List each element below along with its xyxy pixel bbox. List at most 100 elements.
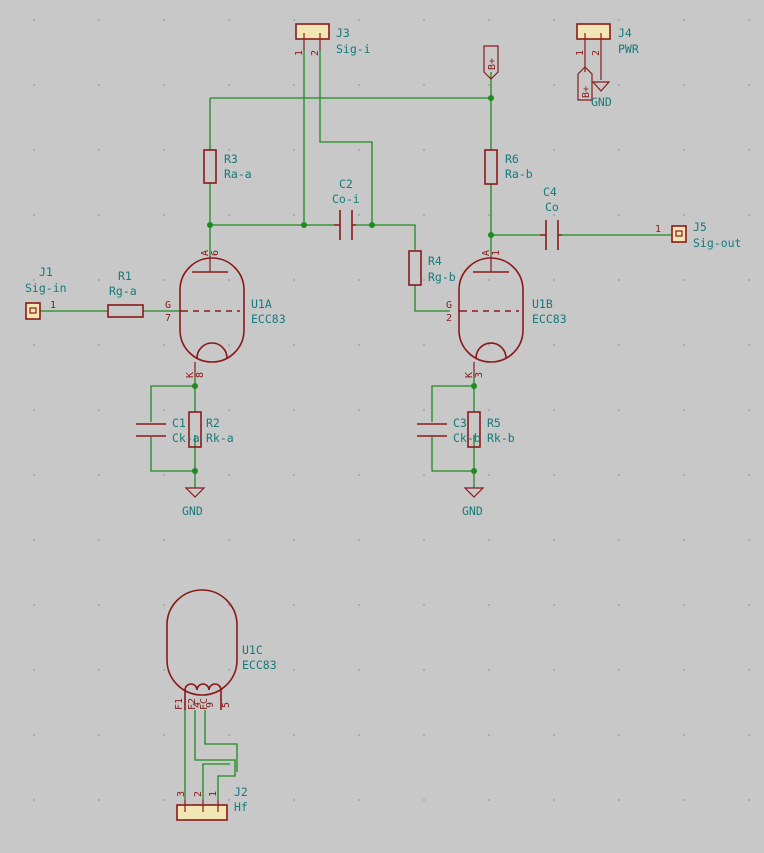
tube-envelope — [166, 589, 238, 696]
connector-body — [25, 302, 41, 320]
tube-u1c[interactable]: F1 F2 FC 4 9 5 U1C ECC83 — [166, 589, 277, 710]
resistor-r4[interactable]: R4 Rg-b — [408, 250, 456, 286]
pin-number: 8 — [195, 372, 206, 378]
tube-envelope — [458, 257, 524, 363]
grid-dot — [358, 149, 360, 151]
grid-dot — [423, 474, 425, 476]
grid-dot — [683, 474, 685, 476]
grid-dot — [618, 669, 620, 671]
capacitor-c3[interactable]: C3 Ck-b — [417, 416, 481, 445]
grid-dot — [553, 214, 555, 216]
grid-dot — [293, 604, 295, 606]
pin-number: 2 — [193, 791, 204, 797]
pin-name: G — [446, 300, 452, 311]
wire-c2-right — [356, 224, 416, 250]
pin-name: F1 — [174, 698, 185, 710]
grid-dot — [488, 474, 490, 476]
resistor-r6[interactable]: R6 Ra-b — [484, 149, 533, 185]
connector-j5[interactable]: 1 J5 Sig-out — [655, 220, 741, 250]
resistor-r2[interactable]: R2 Rk-a — [188, 411, 234, 448]
pin-number: 5 — [221, 702, 232, 708]
ref-label: R5 — [487, 416, 501, 430]
wires — [40, 50, 672, 800]
grid-dot — [748, 799, 750, 801]
junction-dot — [488, 232, 494, 238]
connector-pins — [584, 33, 602, 80]
wire-heater-j2-2 — [202, 763, 230, 800]
resistor-r5[interactable]: R5 Rk-b — [467, 411, 515, 448]
connector-j2[interactable]: 3 2 1 J2 Hf — [176, 785, 248, 821]
tube-u1b[interactable]: A 1 G 2 K 3 U1B ECC83 — [446, 250, 567, 378]
grid-dot — [98, 344, 100, 346]
pin-number: 1 — [491, 250, 502, 256]
grid-dot — [553, 539, 555, 541]
grid-dot — [748, 19, 750, 21]
pin-number: 1 — [50, 300, 56, 311]
grid-dot — [423, 149, 425, 151]
value-label: ECC83 — [251, 312, 286, 326]
connector-j4[interactable]: 1 2 J4 PWR B+ GND — [575, 23, 639, 109]
junction-dot — [488, 95, 494, 101]
grid-dot — [553, 279, 555, 281]
junction-dot — [192, 468, 198, 474]
grid-dot — [358, 19, 360, 21]
grid-dot — [553, 19, 555, 21]
grid-dot — [488, 214, 490, 216]
grid-dot — [488, 734, 490, 736]
resistor-body — [408, 250, 422, 286]
capacitor-c4[interactable]: C4 Co — [540, 185, 562, 250]
grid-dot — [358, 279, 360, 281]
grid-dot — [98, 474, 100, 476]
grid-dot — [228, 669, 230, 671]
grid-dot — [423, 409, 425, 411]
grid-dot — [683, 84, 685, 86]
grid-dot — [293, 539, 295, 541]
pin-number: 2 — [591, 50, 602, 56]
wire-heater-f2 — [204, 710, 238, 772]
grid-dot — [618, 149, 620, 151]
pin-name: A — [200, 250, 211, 256]
pin-number: 1 — [655, 224, 661, 235]
value-label: Ra-a — [224, 167, 252, 181]
resistor-body — [484, 149, 498, 185]
grid-dot — [228, 84, 230, 86]
grid-dot — [98, 214, 100, 216]
resistor-r3[interactable]: R3 Ra-a — [203, 149, 252, 184]
connector-j1[interactable]: 1 J1 Sig-in — [25, 265, 67, 320]
grid-dot — [683, 669, 685, 671]
ground-icon — [591, 81, 611, 92]
grid-dot — [98, 279, 100, 281]
grid-dot — [163, 214, 165, 216]
capacitor-c2[interactable]: C2 Co-i — [332, 177, 360, 240]
grid-dot — [748, 539, 750, 541]
tube-u1a[interactable]: A 6 G 7 K 8 U1A ECC83 — [165, 250, 286, 378]
pin-name: A — [481, 250, 492, 256]
grid-dot — [98, 539, 100, 541]
ground-a: GND — [182, 487, 206, 518]
grid-dot — [33, 149, 35, 151]
grid-dot — [293, 214, 295, 216]
grid-dot — [488, 279, 490, 281]
grid-dot — [98, 734, 100, 736]
grid-dot — [163, 734, 165, 736]
capacitor-c1[interactable]: C1 Ck-a — [136, 416, 200, 445]
ref-label: R4 — [428, 254, 442, 268]
resistor-r1[interactable]: R1 Rg-a — [107, 269, 144, 318]
capacitor-plates — [334, 210, 356, 240]
grid-dot — [293, 669, 295, 671]
power-bplus: B+ — [483, 45, 499, 80]
power-label: GND — [591, 95, 612, 109]
grid-dot — [683, 604, 685, 606]
pin-number: 1 — [575, 50, 586, 56]
pin-number: 7 — [165, 313, 171, 324]
grid-dot — [423, 84, 425, 86]
grid-dot — [358, 669, 360, 671]
capacitor-plates — [540, 220, 562, 250]
grid-dot — [553, 474, 555, 476]
connector-body — [176, 804, 228, 821]
grid-dot — [618, 19, 620, 21]
grid-dot — [98, 149, 100, 151]
connector-j3[interactable]: 1 2 J3 Sig-i — [294, 23, 371, 56]
junction-dot — [471, 468, 477, 474]
power-label: GND — [462, 504, 483, 518]
